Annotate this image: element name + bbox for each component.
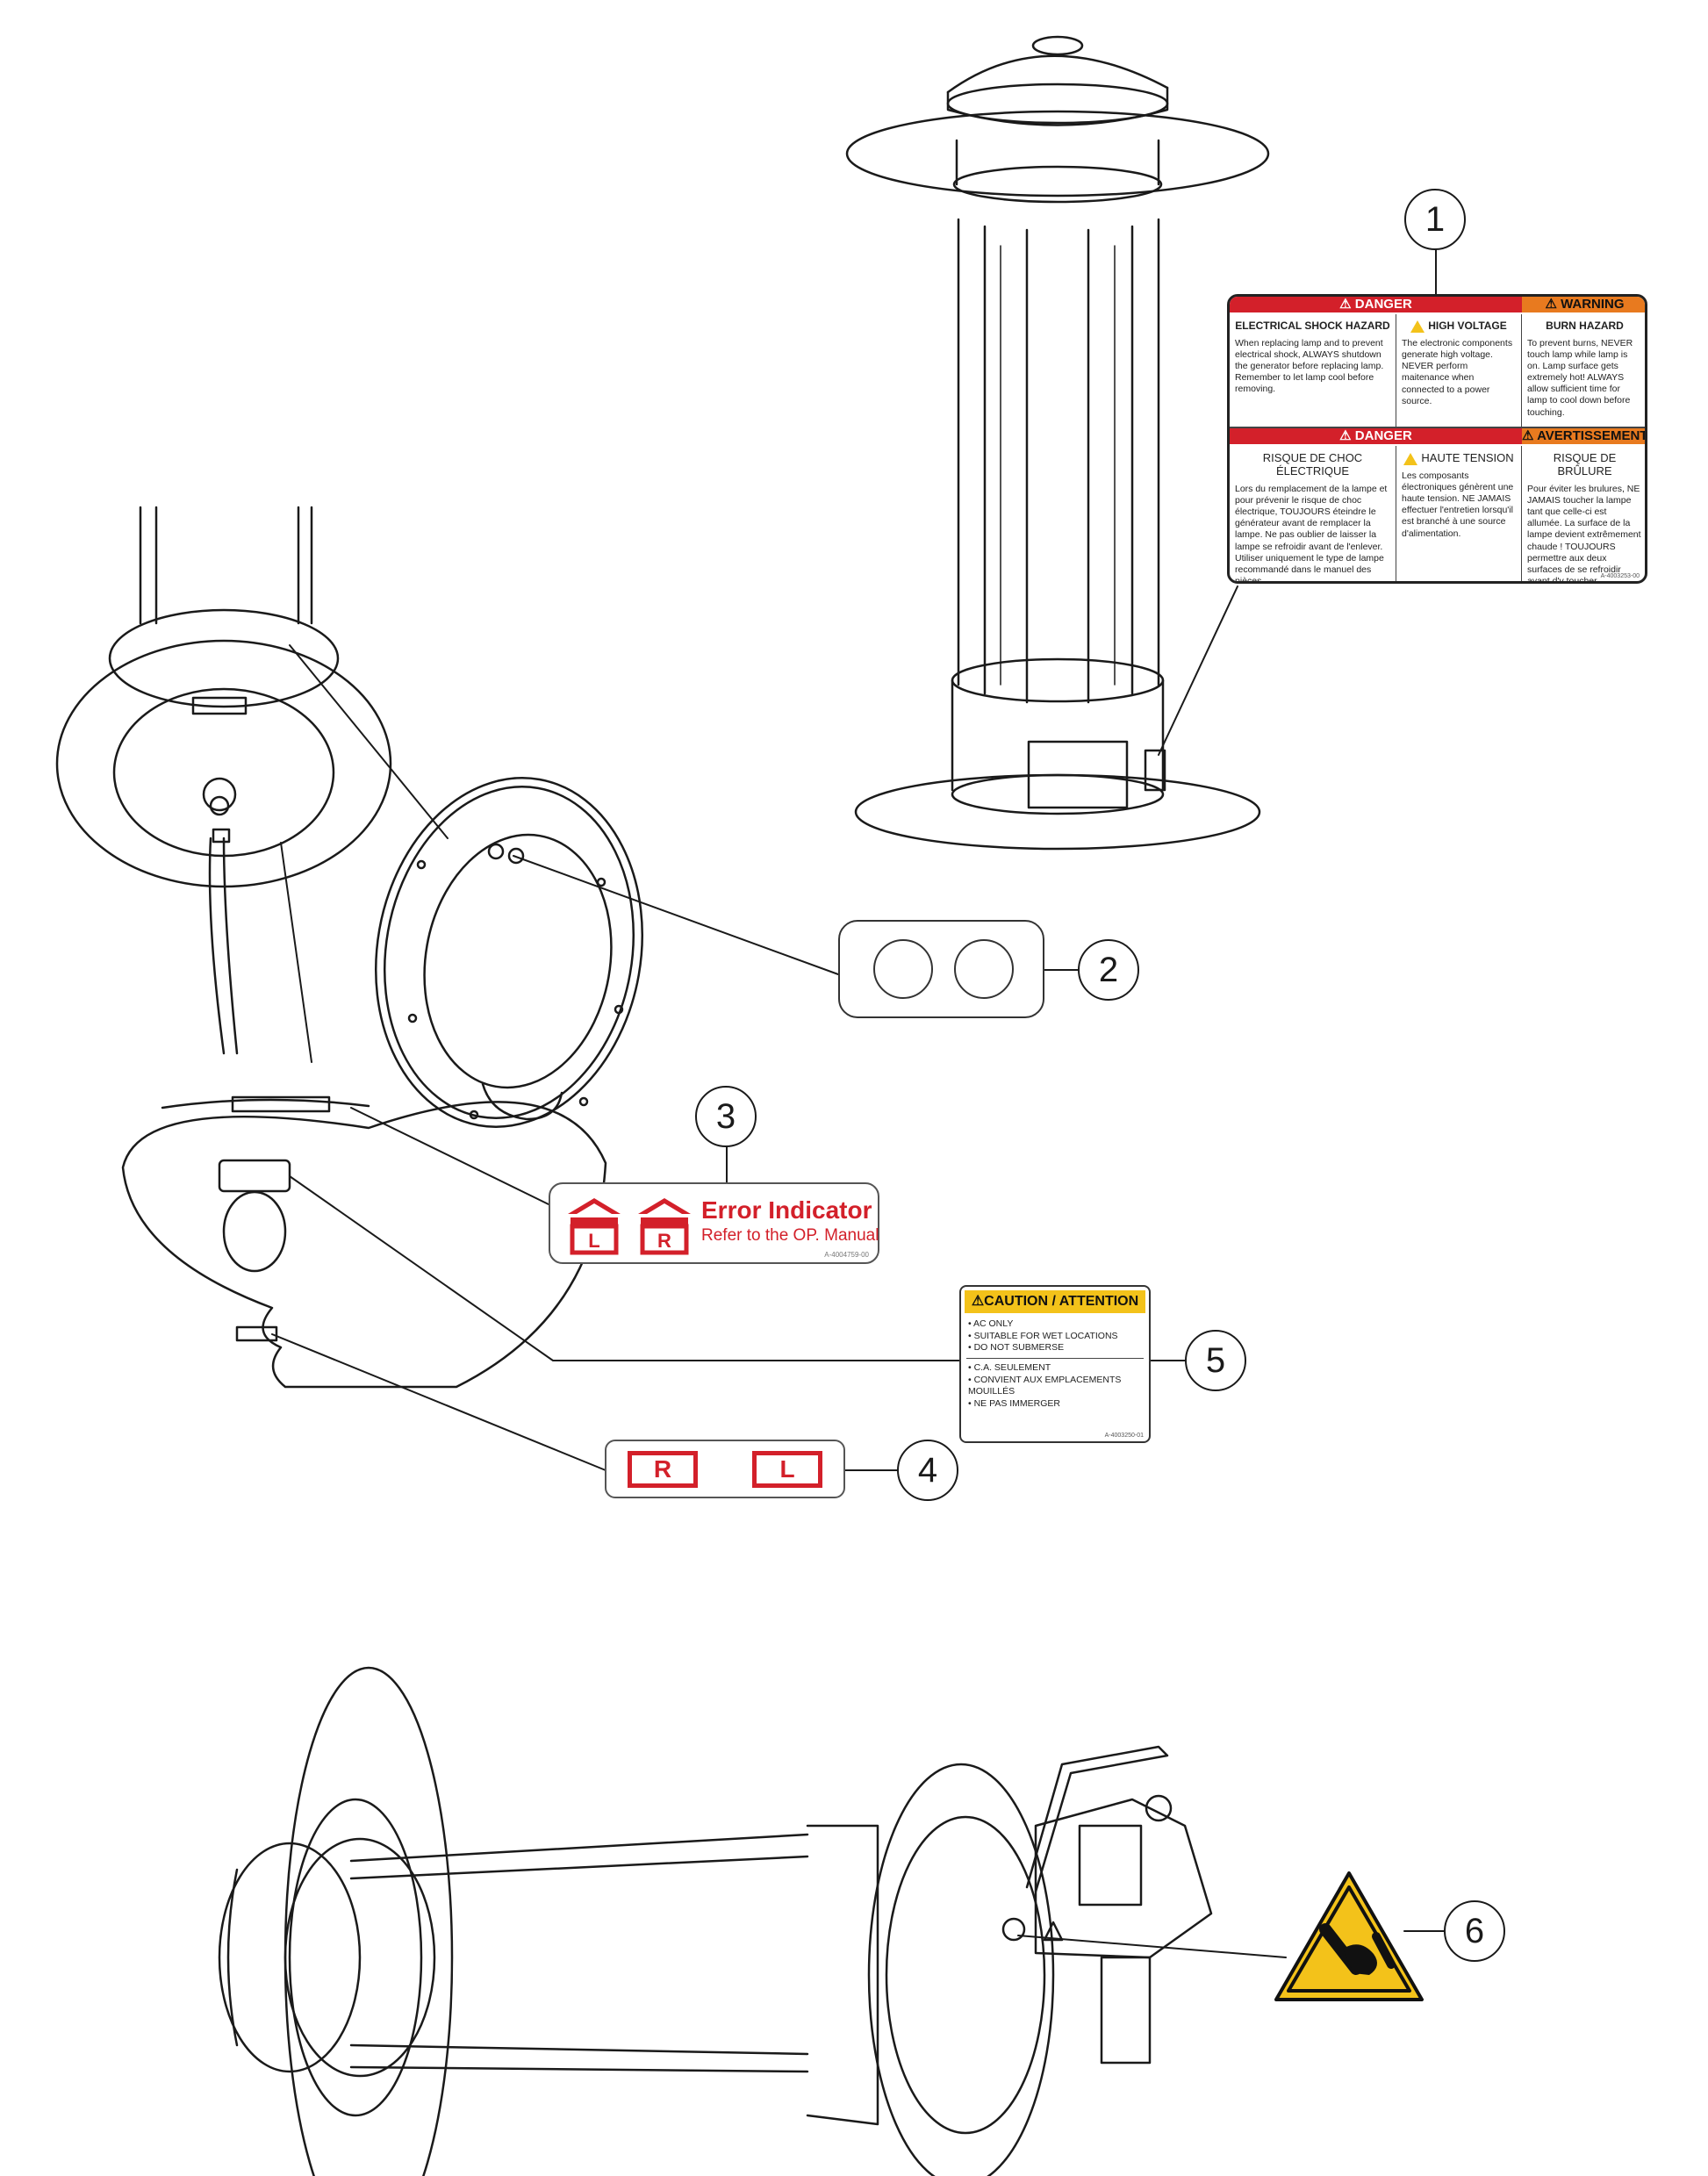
danger-header: ⚠ DANGER bbox=[1230, 297, 1522, 312]
haute-tension-title: HAUTE TENSION bbox=[1421, 451, 1514, 464]
high-voltage-cell: HIGH VOLTAGE The electronic components g… bbox=[1396, 314, 1522, 427]
gasket-ring bbox=[375, 777, 643, 1128]
brulure-title: RISQUE DE BRÛLURE bbox=[1553, 451, 1617, 478]
callout-3: 3 bbox=[695, 1086, 757, 1147]
caution-header: ⚠CAUTION / ATTENTION bbox=[965, 1290, 1145, 1313]
hole-left bbox=[873, 939, 933, 999]
label-1-danger-warning-decal: ⚠ DANGER ⚠ WARNING ELECTRICAL SHOCK HAZA… bbox=[1227, 294, 1647, 584]
caution-item: C.A. SEULEMENT bbox=[968, 1362, 1142, 1375]
choc-electrique-text: Lors du remplacement de la lampe et pour… bbox=[1235, 483, 1388, 584]
high-voltage-title: HIGH VOLTAGE bbox=[1428, 320, 1507, 333]
brulure-text: Pour éviter les brulures, NE JAMAIS touc… bbox=[1527, 483, 1641, 584]
choc-electrique-cell: RISQUE DE CHOC ÉLECTRIQUE Lors du rempla… bbox=[1230, 446, 1396, 584]
electrical-shock-text: When replacing lamp and to prevent elect… bbox=[1235, 337, 1384, 395]
danger-header-fr: ⚠ DANGER bbox=[1230, 428, 1522, 444]
burn-hazard-title: BURN HAZARD bbox=[1546, 320, 1624, 332]
caution-item: SUITABLE FOR WET LOCATIONS bbox=[968, 1331, 1142, 1343]
callout-5: 5 bbox=[1185, 1330, 1246, 1391]
label-1-english-row: ⚠ DANGER ⚠ WARNING ELECTRICAL SHOCK HAZA… bbox=[1230, 297, 1645, 427]
svg-text:L: L bbox=[588, 1230, 599, 1252]
label-4-r-l-decal: R L bbox=[605, 1440, 845, 1498]
warning-header: ⚠ WARNING bbox=[1522, 297, 1645, 312]
leader-lines bbox=[271, 248, 1445, 1958]
brulure-cell: RISQUE DE BRÛLURE Pour éviter les brulur… bbox=[1522, 446, 1645, 584]
high-voltage-triangle-icon bbox=[1410, 320, 1425, 333]
house-r-icon: R bbox=[638, 1198, 691, 1255]
r-box: R bbox=[628, 1451, 698, 1488]
haute-tension-triangle-icon bbox=[1403, 452, 1418, 465]
horizontal-light-unit bbox=[218, 1666, 1213, 2176]
label-1-french-row: ⚠ DANGER ⚠ AVERTISSEMENT RISQUE DE CHOC … bbox=[1230, 427, 1647, 584]
callout-2: 2 bbox=[1078, 939, 1139, 1001]
haute-tension-text: Les composants électroniques génèrent un… bbox=[1402, 470, 1514, 539]
high-voltage-text: The electronic components generate high … bbox=[1402, 338, 1513, 406]
cover-plate bbox=[121, 1095, 607, 1389]
electrical-shock-cell: ELECTRICAL SHOCK HAZARD When replacing l… bbox=[1230, 314, 1396, 427]
label-3-error-indicator: L R Error Indicator Refer to the OP. Man… bbox=[549, 1182, 879, 1264]
light-tower-upright bbox=[845, 35, 1270, 851]
label-1-part-code: A-4003253-00 bbox=[1600, 573, 1640, 579]
svg-text:R: R bbox=[657, 1230, 671, 1252]
caution-item: CONVIENT AUX EMPLACEMENTS MOUILLÉS bbox=[968, 1375, 1142, 1398]
crush-hazard-icon bbox=[1274, 1871, 1424, 2001]
error-indicator-subtitle: Refer to the OP. Manual bbox=[701, 1226, 879, 1245]
callout-6: 6 bbox=[1444, 1900, 1505, 1962]
label-5-caution-attention: ⚠CAUTION / ATTENTION AC ONLY SUITABLE FO… bbox=[959, 1285, 1151, 1443]
caution-list-en: AC ONLY SUITABLE FOR WET LOCATIONS DO NO… bbox=[968, 1318, 1142, 1354]
callout-4: 4 bbox=[897, 1440, 958, 1501]
error-indicator-title: Error Indicator bbox=[701, 1196, 872, 1224]
warning-header-fr: ⚠ AVERTISSEMENT bbox=[1522, 428, 1647, 444]
choc-electrique-title: RISQUE DE CHOC ÉLECTRIQUE bbox=[1262, 451, 1363, 478]
caution-item: AC ONLY bbox=[968, 1318, 1142, 1331]
hole-right bbox=[954, 939, 1014, 999]
burn-hazard-text: To prevent burns, NEVER touch lamp while… bbox=[1527, 337, 1633, 418]
caution-item: NE PAS IMMERGER bbox=[968, 1398, 1142, 1411]
callout-1: 1 bbox=[1404, 189, 1466, 250]
label-2-two-hole-gasket bbox=[838, 920, 1044, 1018]
label-5-part-code: A-4003250-01 bbox=[1104, 1433, 1144, 1439]
caution-item: DO NOT SUBMERSE bbox=[968, 1342, 1142, 1354]
electrical-shock-title: ELECTRICAL SHOCK HAZARD bbox=[1235, 320, 1390, 332]
lamp-base-assembly bbox=[55, 506, 392, 1055]
house-l-icon: L bbox=[568, 1198, 621, 1255]
label-3-part-code: A-4004759-00 bbox=[824, 1251, 869, 1259]
haute-tension-cell: HAUTE TENSION Les composants électroniqu… bbox=[1396, 446, 1522, 581]
caution-divider bbox=[966, 1357, 1144, 1359]
burn-hazard-cell: BURN HAZARD To prevent burns, NEVER touc… bbox=[1522, 314, 1645, 427]
caution-list-fr: C.A. SEULEMENT CONVIENT AUX EMPLACEMENTS… bbox=[968, 1362, 1142, 1411]
l-box: L bbox=[752, 1451, 822, 1488]
